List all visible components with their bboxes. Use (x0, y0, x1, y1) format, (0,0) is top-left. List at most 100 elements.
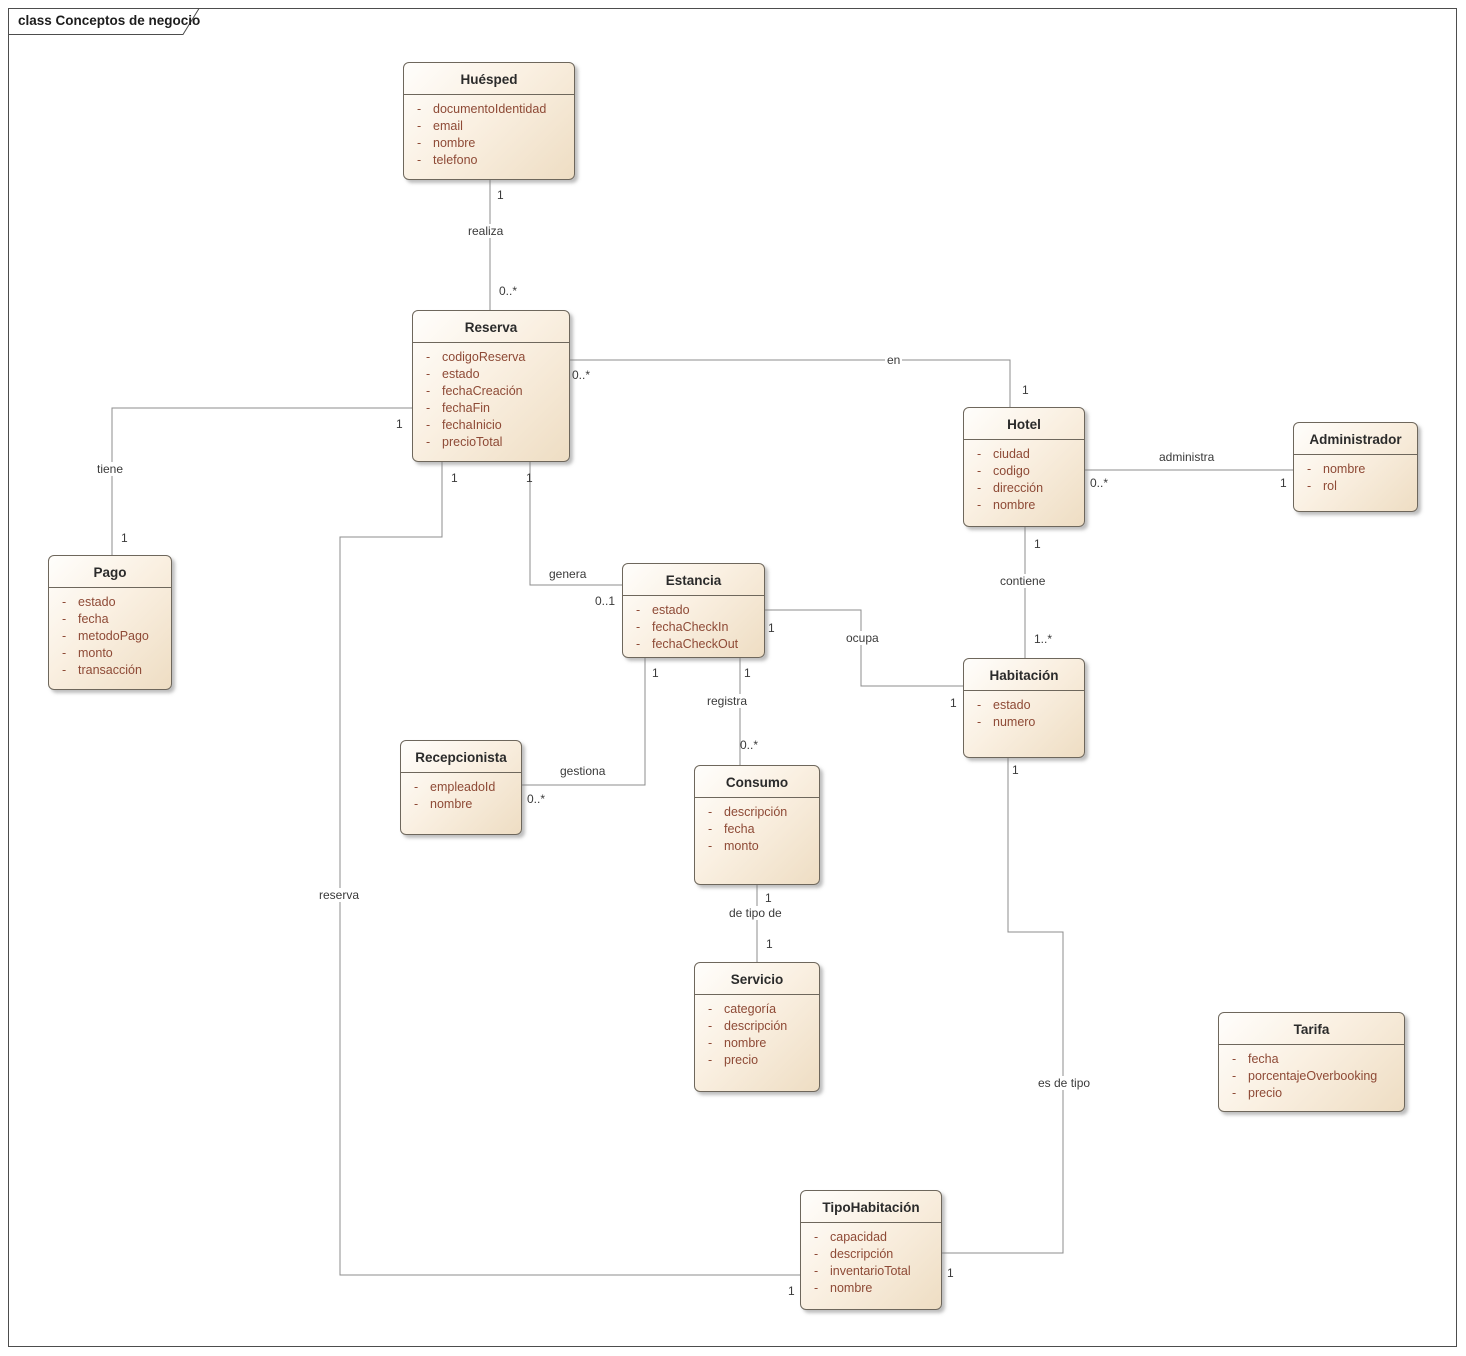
class-title: TipoHabitación (801, 1191, 941, 1223)
class-attributes: -categoría-descripción-nombre-precio (695, 995, 819, 1091)
class-box-recepcionista[interactable]: Recepcionista -empleadoId-nombre (400, 740, 522, 835)
attribute-name: nombre (433, 136, 476, 150)
attribute-name: numero (993, 715, 1036, 729)
multiplicity-label-genera-0: 1 (526, 471, 533, 485)
multiplicity-label-en-0: 0..* (572, 368, 591, 382)
visibility-marker: - (62, 595, 67, 609)
class-box-estancia[interactable]: Estancia -estado-fechaCheckIn-fechaCheck… (622, 563, 765, 658)
diagram-title: class Conceptos de negocio (18, 13, 201, 28)
class-attributes: -documentoIdentidad-email-nombre-telefon… (404, 95, 574, 179)
multiplicity-label-contiene-2: 1..* (1034, 632, 1053, 646)
attribute-name: estado (652, 603, 690, 617)
class-title: Administrador (1294, 423, 1417, 455)
connector-name-label-genera: genera (547, 567, 589, 581)
class-attribute: -dirección (964, 480, 1080, 497)
multiplicity-label-contiene-0: 1 (1034, 537, 1041, 551)
attribute-name: metodoPago (78, 629, 149, 643)
class-attribute: -codigo (964, 463, 1080, 480)
class-box-consumo[interactable]: Consumo -descripción-fecha-monto (694, 765, 820, 885)
connector-ocupa[interactable] (765, 609, 963, 687)
class-attributes: -estado-fecha-metodoPago-monto-transacci… (49, 588, 171, 689)
connector-name-label-registra: registra (705, 694, 750, 708)
visibility-marker: - (708, 805, 713, 819)
connector-es-de-tipo[interactable] (942, 758, 1064, 1254)
class-attributes: -capacidad-descripción-inventarioTotal-n… (801, 1223, 941, 1309)
connector-gestiona[interactable] (522, 658, 646, 786)
class-attribute: -categoría (695, 1001, 815, 1018)
multiplicity-label-genera-2: 0..1 (595, 594, 616, 608)
attribute-name: categoría (724, 1002, 777, 1016)
class-attributes: -nombre-rol (1294, 455, 1417, 511)
class-attribute: -fecha (1219, 1051, 1400, 1068)
visibility-marker: - (636, 620, 641, 634)
attribute-name: nombre (993, 498, 1036, 512)
class-attribute: -capacidad (801, 1229, 937, 1246)
class-title: Hotel (964, 408, 1084, 440)
class-box-huesped[interactable]: Huésped -documentoIdentidad-email-nombre… (403, 62, 575, 180)
connector-name-label-ocupa: ocupa (844, 631, 881, 645)
multiplicity-label-gestiona-0: 1 (652, 666, 659, 680)
frame-tab-shape (8, 8, 200, 35)
visibility-marker: - (977, 464, 982, 478)
class-title: Consumo (695, 766, 819, 798)
multiplicity-label-realiza-0: 1 (497, 188, 504, 202)
attribute-name: fechaCheckOut (652, 637, 739, 651)
connector-reserva[interactable] (339, 462, 800, 1276)
class-attributes: -descripción-fecha-monto (695, 798, 819, 884)
class-box-hotel[interactable]: Hotel -ciudad-codigo-dirección - nombre (963, 407, 1085, 527)
attribute-name: porcentajeOverbooking (1248, 1069, 1378, 1083)
multiplicity-label-administra-0: 0..* (1090, 476, 1109, 490)
visibility-marker: - (417, 136, 422, 150)
class-box-servicio[interactable]: Servicio -categoría-descripción-nombre-p… (694, 962, 820, 1092)
attribute-name: telefono (433, 153, 478, 167)
visibility-marker: - (426, 435, 431, 449)
class-attributes: -empleadoId-nombre (401, 773, 521, 834)
multiplicity-label-realiza-2: 0..* (499, 284, 518, 298)
connector-genera[interactable] (529, 462, 622, 586)
class-attribute: -documentoIdentidad (404, 101, 570, 118)
class-box-tarifa[interactable]: Tarifa -fecha-porcentajeOverbooking-prec… (1218, 1012, 1405, 1112)
visibility-marker: - (1232, 1086, 1237, 1100)
attribute-name: precio (724, 1053, 759, 1067)
class-attribute: -codigoReserva (413, 349, 565, 366)
class-attribute: -ciudad (964, 446, 1080, 463)
visibility-marker: - (62, 612, 67, 626)
class-box-habitacion[interactable]: Habitación -estado-numero (963, 658, 1085, 758)
class-title: Huésped (404, 63, 574, 95)
class-box-pago[interactable]: Pago -estado-fecha-metodoPago-monto-tran… (48, 555, 172, 690)
connector-name-label-es-de-tipo: es de tipo (1036, 1076, 1093, 1090)
connector-en[interactable] (570, 359, 1011, 407)
class-box-administrador[interactable]: Administrador -nombre-rol (1293, 422, 1418, 512)
visibility-marker: - (62, 663, 67, 677)
class-attribute: -descripción (695, 804, 815, 821)
connector-tiene[interactable] (111, 407, 412, 555)
attribute-name: codigo (993, 464, 1030, 478)
attribute-name: descripción (830, 1247, 894, 1261)
connector-name-label-realiza: realiza (466, 224, 506, 238)
class-attribute: -precioTotal (413, 434, 565, 451)
multiplicity-label-reserva-2: 1 (788, 1284, 795, 1298)
attribute-name: estado (78, 595, 116, 609)
class-box-tipohabitacion[interactable]: TipoHabitación -capacidad-descripción-in… (800, 1190, 942, 1310)
connector-name-label-reserva: reserva (317, 888, 362, 902)
class-attribute: -telefono (404, 152, 570, 169)
visibility-marker: - (977, 715, 982, 729)
attribute-name: fechaFin (442, 401, 490, 415)
attribute-name: fechaCreación (442, 384, 523, 398)
visibility-marker: - (426, 401, 431, 415)
attribute-name: dirección (993, 481, 1044, 495)
class-attribute: -precio (1219, 1085, 1400, 1102)
visibility-marker: - (814, 1247, 819, 1261)
attribute-name: descripción (724, 805, 788, 819)
attribute-name: ciudad (993, 447, 1030, 461)
attribute-name: fechaCheckIn (652, 620, 729, 634)
class-attribute: -fechaInicio (413, 417, 565, 434)
class-attribute: -rol (1294, 478, 1413, 495)
attribute-name: capacidad (830, 1230, 887, 1244)
class-attributes: -ciudad-codigo-dirección - nombre (964, 440, 1084, 526)
class-box-reserva[interactable]: Reserva -codigoReserva-estado-fechaCreac… (412, 310, 570, 462)
visibility-marker: - (814, 1264, 819, 1278)
attribute-name: monto (78, 646, 113, 660)
class-attribute: -nombre (801, 1280, 937, 1297)
